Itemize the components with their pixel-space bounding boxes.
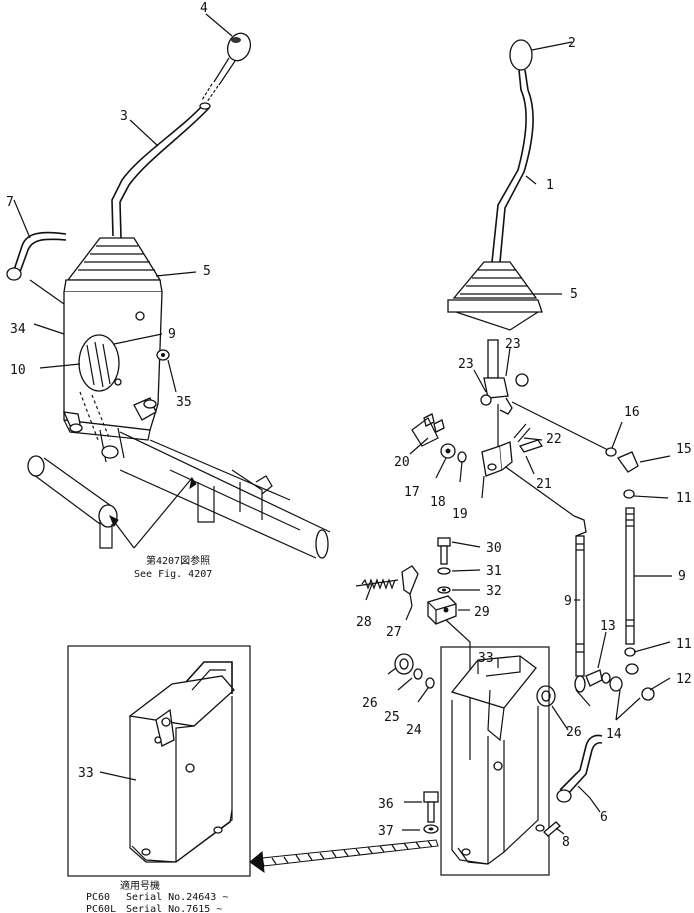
model-pc60l: PC60L bbox=[86, 904, 116, 913]
callout-21: 21 bbox=[536, 477, 552, 492]
serial-pc60l: Serial No.7615 ~ bbox=[126, 904, 222, 913]
callout-5-left: 5 bbox=[203, 264, 211, 279]
callout-18: 18 bbox=[430, 495, 446, 510]
bolt-36-washer-37 bbox=[423, 791, 439, 834]
callout-16: 16 bbox=[624, 405, 640, 420]
callout-34: 34 bbox=[10, 322, 26, 337]
callout-25: 25 bbox=[384, 710, 400, 725]
console-box-left bbox=[62, 291, 170, 463]
callout-15: 15 bbox=[676, 442, 692, 457]
callout-23-lower: 23 bbox=[458, 357, 474, 372]
left-lever-assembly bbox=[6, 32, 331, 559]
see-figure-jp: 第4207図参照 bbox=[146, 554, 210, 567]
lever-shaft bbox=[480, 339, 529, 458]
callout-9-right: 9 bbox=[678, 569, 686, 584]
bolt-stack-30 bbox=[437, 537, 451, 594]
callout-32: 32 bbox=[486, 584, 502, 599]
callout-36: 36 bbox=[378, 797, 394, 812]
right-lever-assembly bbox=[355, 39, 655, 876]
callout-4: 4 bbox=[200, 1, 208, 16]
callout-10: 10 bbox=[10, 363, 26, 378]
callout-19: 19 bbox=[452, 507, 468, 522]
lever-3 bbox=[111, 102, 211, 239]
model-pc60: PC60 bbox=[86, 892, 110, 903]
callout-11-lower: 11 bbox=[676, 637, 692, 652]
applicability-note: 適用号機 PC60 Serial No.24643 ~ PC60L Serial… bbox=[86, 879, 228, 913]
callout-13: 13 bbox=[600, 619, 616, 634]
leader-lines bbox=[13, 13, 672, 835]
serial-pc60: Serial No.24643 ~ bbox=[126, 892, 228, 903]
rod-9-center bbox=[573, 515, 591, 707]
callout-24: 24 bbox=[406, 723, 422, 738]
rod-9-right bbox=[585, 447, 655, 701]
boot-5-left bbox=[63, 237, 163, 293]
applicability-heading: 適用号機 bbox=[120, 879, 160, 892]
callout-29: 29 bbox=[474, 605, 490, 620]
callout-31: 31 bbox=[486, 564, 502, 579]
callout-1: 1 bbox=[546, 178, 554, 193]
callout-26-left: 26 bbox=[362, 696, 378, 711]
callout-37: 37 bbox=[378, 824, 394, 839]
pin-27-spring-28 bbox=[355, 565, 419, 607]
frame-tubes bbox=[27, 431, 331, 559]
inset-detail bbox=[67, 645, 251, 877]
lever-1 bbox=[491, 69, 534, 263]
knob-2 bbox=[509, 39, 533, 71]
yoke-parts bbox=[411, 413, 544, 477]
callout-12: 12 bbox=[676, 672, 692, 687]
callout-8: 8 bbox=[562, 835, 570, 850]
link-rod-7 bbox=[6, 231, 67, 281]
callout-9-center: 9 bbox=[564, 594, 572, 609]
callout-33-right: 33 bbox=[478, 651, 494, 666]
callout-26-right: 26 bbox=[566, 725, 582, 740]
boot-5-right bbox=[447, 261, 543, 331]
callout-22: 22 bbox=[546, 432, 562, 447]
callout-7: 7 bbox=[6, 195, 14, 210]
link-6-pin-8 bbox=[543, 734, 603, 837]
bushings-24-26 bbox=[394, 653, 556, 707]
callout-27: 27 bbox=[386, 625, 402, 640]
block-29 bbox=[427, 595, 457, 625]
nut-35 bbox=[156, 349, 170, 361]
callout-23-upper: 23 bbox=[505, 337, 521, 352]
detail-frame-right bbox=[440, 646, 550, 876]
callout-30: 30 bbox=[486, 541, 502, 556]
callout-20: 20 bbox=[394, 455, 410, 470]
see-figure-note: 第4207図参照 See Fig. 4207 bbox=[134, 554, 212, 580]
callout-9-left: 9 bbox=[168, 327, 176, 342]
callout-numbers: 4 2 3 1 7 5 5 34 9 10 35 23 23 16 15 22 … bbox=[6, 1, 692, 850]
callout-28: 28 bbox=[356, 615, 372, 630]
knob-4 bbox=[201, 32, 252, 103]
linkage-lines bbox=[445, 401, 613, 760]
callout-3: 3 bbox=[120, 109, 128, 124]
callout-2: 2 bbox=[568, 36, 576, 51]
callout-6: 6 bbox=[600, 810, 608, 825]
callout-17: 17 bbox=[404, 485, 420, 500]
see-figure-en: See Fig. 4207 bbox=[134, 569, 212, 580]
callout-35: 35 bbox=[176, 395, 192, 410]
callout-5-right: 5 bbox=[570, 287, 578, 302]
reference-arrow bbox=[249, 839, 439, 874]
callout-11-upper: 11 bbox=[676, 491, 692, 506]
callout-14: 14 bbox=[606, 727, 622, 742]
callout-33-inset: 33 bbox=[78, 766, 94, 781]
